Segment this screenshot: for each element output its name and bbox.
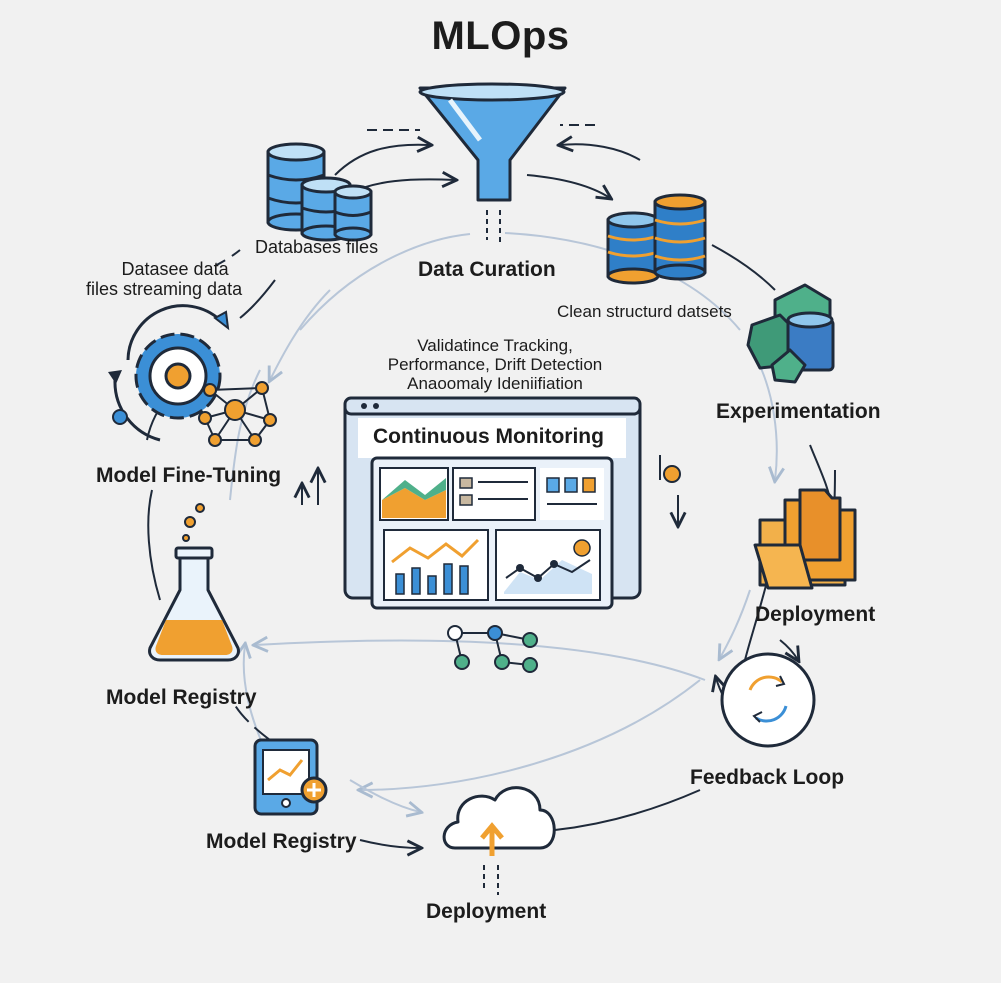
label-data-curation: Data Curation: [418, 258, 556, 281]
cloud-upload-icon: [442, 786, 556, 895]
folders-icon: [753, 488, 857, 590]
note-line-1: Validatince Tracking,: [417, 336, 573, 355]
note-line-2: Performance, Drift Detection: [387, 355, 603, 375]
refresh-cycle-icon: [720, 652, 816, 748]
database-icon: [266, 142, 373, 242]
monitor-dashboard-icon: [343, 396, 642, 610]
label-dataset-line2: files streaming data: [86, 278, 243, 299]
label-model-fine-tuning: Model Fine-Tuning: [96, 464, 282, 487]
label-deployment-right: Deployment: [755, 603, 876, 626]
database-stack-icon: [606, 193, 707, 285]
flask-icon: [148, 503, 240, 662]
side-arrows: [302, 455, 680, 525]
monitoring-notes: Validatince Tracking, Performance, Drift…: [370, 336, 620, 393]
diagram-title: MLOps: [431, 14, 570, 58]
label-databases-files: Databases files: [255, 237, 379, 257]
gear-network-icon: [108, 304, 277, 447]
monitor-title: Continuous Monitoring: [373, 425, 604, 448]
funnel-icon: [418, 82, 567, 242]
tablet-chart-icon: [253, 738, 328, 816]
label-dataset-line1: Datasee data: [121, 259, 229, 279]
label-deployment-bottom: Deployment: [426, 900, 547, 923]
label-feedback-loop: Feedback Loop: [690, 766, 845, 789]
label-dataset-sources: Datasee data files streaming data: [86, 259, 242, 300]
cubes-icon: [746, 283, 835, 384]
network-icon: [447, 625, 538, 673]
note-line-3: Anaoomaly Ideniifiation: [407, 374, 583, 394]
label-model-registry-left: Model Registry: [106, 686, 257, 709]
label-model-registry-bottom: Model Registry: [206, 830, 357, 853]
label-clean-datasets: Clean structurd datsets: [557, 302, 732, 321]
label-experimentation: Experimentation: [716, 400, 881, 423]
